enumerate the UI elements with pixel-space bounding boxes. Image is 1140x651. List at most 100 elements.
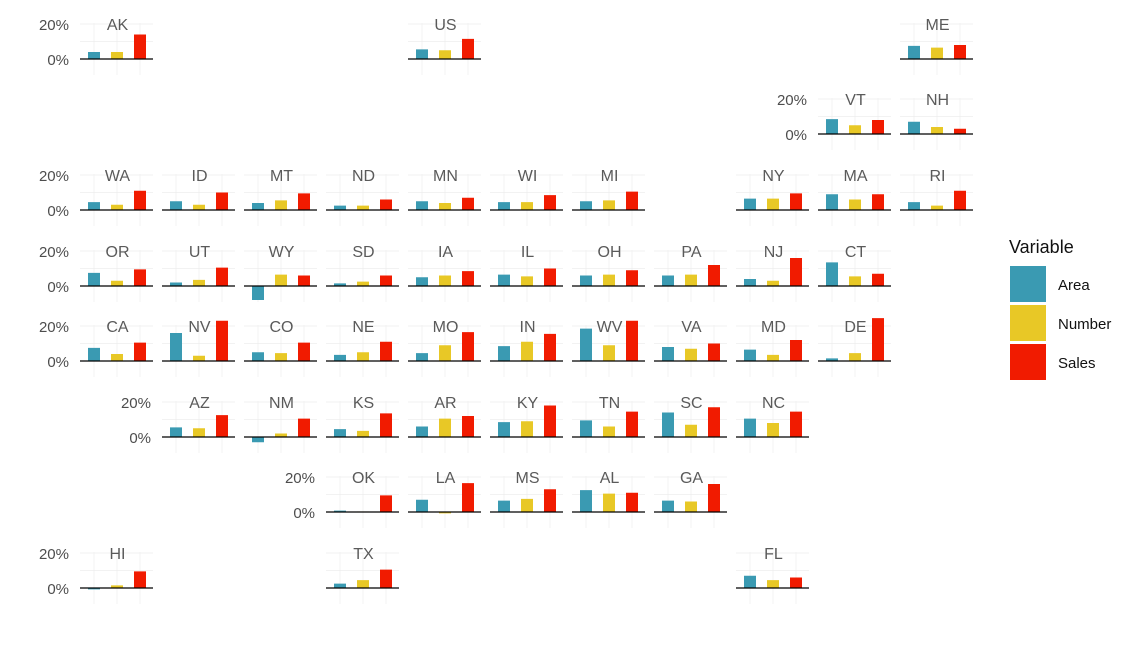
panel-title: MN (433, 168, 458, 185)
legend-item-number: Number (1010, 305, 1111, 341)
panel-title: US (434, 17, 456, 34)
bar-nm-area (252, 437, 264, 443)
bar-nd-area (334, 205, 346, 210)
panel-title: NY (762, 168, 785, 185)
bar-pa-sales (708, 265, 720, 286)
bar-us-sales (462, 38, 474, 59)
panel-id: ID (162, 168, 235, 226)
bar-de-sales (872, 318, 884, 361)
panel-title: CT (845, 244, 867, 261)
panel-ct: CT (818, 244, 891, 302)
bar-id-number (193, 204, 205, 210)
bar-mt-sales (298, 193, 310, 210)
bar-ms-sales (544, 489, 556, 512)
bar-wy-area (252, 286, 264, 300)
bar-tn-sales (626, 411, 638, 437)
panel-la: LA (408, 470, 481, 528)
bar-fl-number (767, 580, 779, 588)
panel-title: IA (438, 244, 453, 261)
panel-title: IN (520, 319, 536, 336)
panel-nm: NM (244, 395, 317, 453)
bar-la-sales (462, 483, 474, 512)
bar-mn-sales (462, 197, 474, 210)
bar-ut-sales (216, 267, 228, 286)
panel-me: ME (900, 17, 973, 75)
panel-title: GA (680, 470, 703, 487)
bar-ky-number (521, 421, 533, 437)
bar-wy-sales (298, 275, 310, 286)
bar-nh-sales (954, 128, 966, 134)
bar-wa-number (111, 204, 123, 210)
bar-la-number (439, 512, 451, 514)
bar-tx-sales (380, 569, 392, 588)
panel-title: HI (110, 546, 126, 563)
bar-vt-number (849, 125, 861, 134)
bar-or-number (111, 280, 123, 286)
bar-nc-area (744, 418, 756, 437)
panel-title: ID (192, 168, 208, 185)
bar-ct-number (849, 276, 861, 286)
panel-de: DE (818, 318, 891, 377)
bar-mo-area (416, 353, 428, 361)
bar-ok-sales (380, 495, 392, 512)
panel-title: LA (436, 470, 456, 487)
bar-me-sales (954, 45, 966, 59)
bar-mi-area (580, 201, 592, 210)
bar-pa-area (662, 275, 674, 286)
bar-ri-sales (954, 190, 966, 210)
bar-ia-sales (462, 271, 474, 286)
y-tick-label: 20% (39, 168, 69, 185)
bar-wa-area (88, 202, 100, 210)
panel-title: FL (764, 546, 783, 563)
panel-tx: TX (326, 546, 399, 604)
panel-ri: RI (900, 168, 973, 226)
panel-wa: WA0%20% (39, 168, 153, 226)
panel-title: PA (681, 244, 701, 261)
panel-title: IL (521, 244, 534, 261)
bar-nm-sales (298, 418, 310, 437)
bar-il-area (498, 274, 510, 286)
legend-swatch-area (1010, 266, 1046, 302)
bar-ia-area (416, 277, 428, 286)
bar-az-area (170, 427, 182, 437)
bar-ca-number (111, 354, 123, 361)
bar-ne-number (357, 352, 369, 361)
bar-co-number (275, 353, 287, 361)
y-tick-label: 0% (293, 505, 315, 522)
panel-nd: ND (326, 168, 399, 226)
bar-ga-sales (708, 484, 720, 512)
panel-title: SD (352, 244, 374, 261)
panel-nj: NJ (736, 244, 809, 302)
panel-sd: SD (326, 244, 399, 302)
panel-title: VA (681, 319, 701, 336)
panel-wi: WI (490, 168, 563, 226)
bar-oh-area (580, 275, 592, 286)
bar-oh-sales (626, 270, 638, 286)
panel-wv: WV (572, 319, 645, 377)
panel-fl: FL (736, 546, 809, 604)
bar-nh-area (908, 121, 920, 134)
bar-al-area (580, 490, 592, 512)
bar-ct-sales (872, 273, 884, 286)
panel-in: IN (490, 319, 563, 377)
bar-us-number (439, 50, 451, 59)
bar-ne-sales (380, 341, 392, 361)
panel-nh: NH (900, 92, 973, 150)
bar-ks-number (357, 430, 369, 437)
bar-ny-area (744, 198, 756, 210)
panel-title: MO (433, 319, 459, 336)
panel-ut: UT (162, 244, 235, 302)
bar-ky-sales (544, 405, 556, 437)
panel-ks: KS (326, 395, 399, 453)
bar-nd-number (357, 205, 369, 210)
panel-md: MD (736, 319, 809, 377)
bar-nj-number (767, 280, 779, 286)
panel-title: TX (353, 546, 374, 563)
panel-title: MI (601, 168, 619, 185)
panel-title: CO (270, 319, 294, 336)
panel-ca: CA0%20% (39, 319, 153, 377)
bar-ma-number (849, 199, 861, 210)
panel-title: RI (930, 168, 946, 185)
legend-label: Sales (1058, 355, 1096, 372)
bar-mn-area (416, 201, 428, 210)
